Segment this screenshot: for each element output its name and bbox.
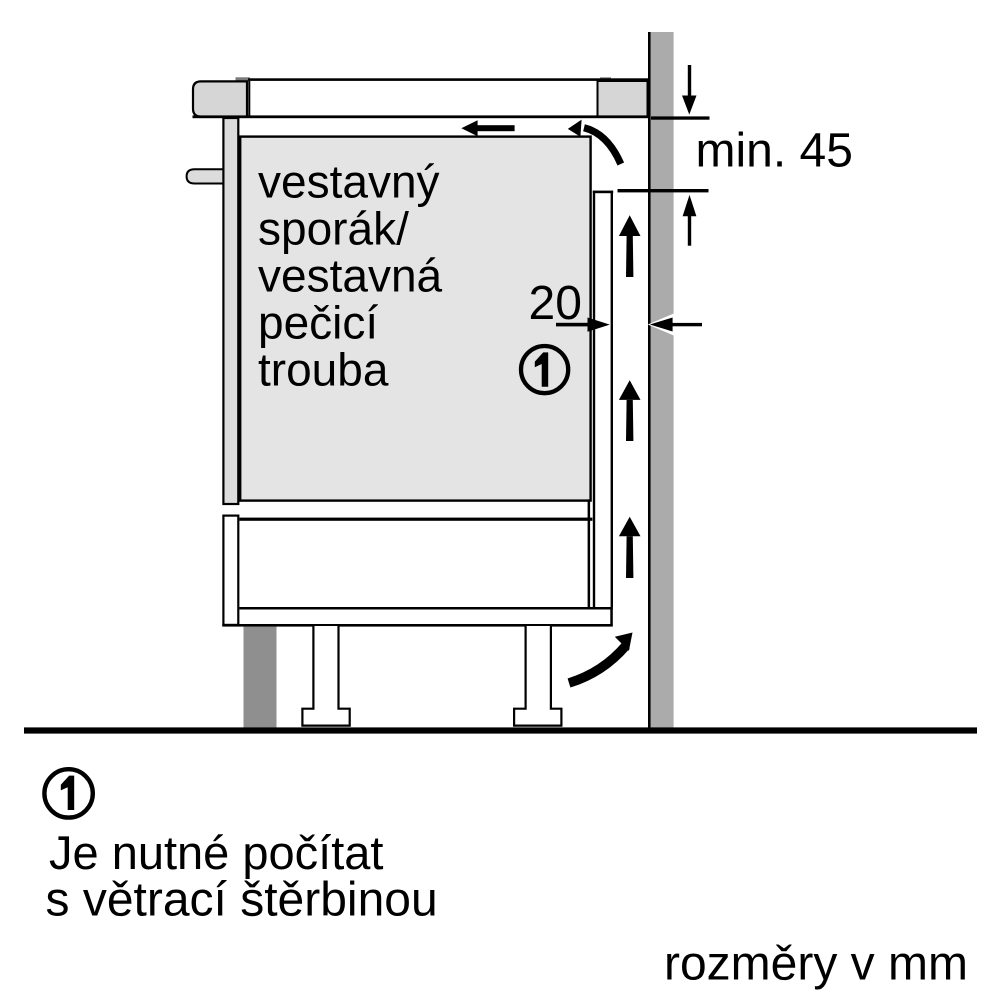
svg-text:Je nutné počítat: Je nutné počítat — [49, 826, 383, 879]
svg-text:vestavný: vestavný — [258, 156, 440, 208]
svg-text:min. 45: min. 45 — [696, 125, 853, 178]
svg-text:sporák/: sporák/ — [258, 203, 409, 255]
svg-text:rozměry v mm: rozměry v mm — [664, 937, 968, 990]
svg-text:s větrací štěrbinou: s větrací štěrbinou — [46, 874, 438, 927]
svg-text:pečicí: pečicí — [258, 297, 378, 349]
svg-text:20: 20 — [529, 277, 582, 330]
svg-text:vestavná: vestavná — [258, 250, 443, 302]
svg-text:trouba: trouba — [258, 344, 389, 396]
